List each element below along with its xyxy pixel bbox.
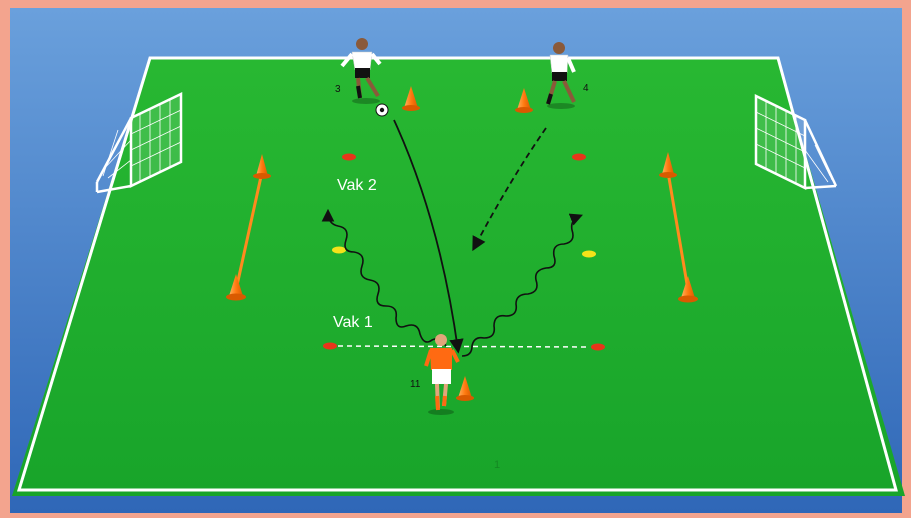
disc-marker-yellow-icon <box>582 250 596 258</box>
cone-line-left <box>226 154 271 301</box>
goal-left-icon <box>95 92 183 194</box>
small-cone-icon <box>515 88 533 113</box>
tall-cone-icon <box>681 276 695 298</box>
player-11-icon <box>424 334 460 415</box>
disc-marker-yellow-icon <box>332 246 346 254</box>
goal-right-icon <box>754 93 838 191</box>
zone-label-1: Vak 1 <box>333 314 373 331</box>
disc-marker-red-icon <box>342 153 356 161</box>
tall-cone-icon <box>256 154 268 176</box>
page-marker: 1 <box>494 459 500 471</box>
soccer-ball-icon <box>375 103 389 117</box>
player-3-number: 3 <box>335 84 341 95</box>
player-3-icon <box>340 38 382 104</box>
small-cone-icon <box>402 86 420 111</box>
disc-marker-red-icon <box>572 153 586 161</box>
pass-path <box>393 119 464 354</box>
pitch <box>12 58 905 496</box>
run-path <box>472 127 547 252</box>
zone-divider-line <box>337 345 591 348</box>
small-cone-icon <box>456 376 474 401</box>
player-4-icon <box>546 42 576 109</box>
tall-cone-icon <box>662 152 674 174</box>
dribble-path-left <box>321 208 447 347</box>
dribble-path-right <box>461 213 583 357</box>
player-4-number: 4 <box>583 83 589 94</box>
zone-label-2: Vak 2 <box>337 177 377 194</box>
cone-line-right <box>659 152 698 303</box>
disc-marker-red-icon <box>323 342 337 350</box>
tall-cone-icon <box>229 274 243 296</box>
player-11-number: 11 <box>410 379 421 390</box>
disc-marker-red-icon <box>591 343 605 351</box>
